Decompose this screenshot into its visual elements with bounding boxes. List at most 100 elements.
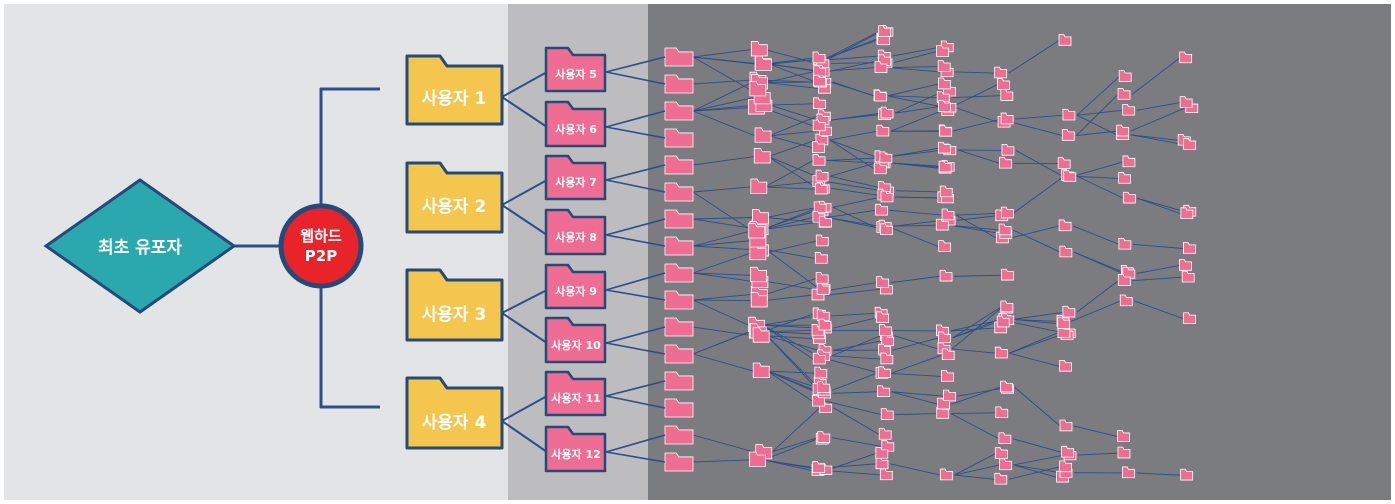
network-line xyxy=(831,282,877,291)
network-line xyxy=(1131,57,1180,95)
network-line xyxy=(1013,464,1061,474)
small-folder-icon xyxy=(1180,468,1194,481)
network-line xyxy=(1013,454,1065,466)
network-line xyxy=(1015,319,1058,325)
small-folder-icon xyxy=(1183,312,1197,324)
network-line xyxy=(692,326,754,337)
small-folder-icon xyxy=(814,252,828,264)
small-folder-icon xyxy=(664,47,694,67)
network-line xyxy=(692,240,750,247)
small-folder-icon xyxy=(994,346,1008,359)
network-line xyxy=(769,63,818,72)
network-line xyxy=(826,463,877,469)
network-line xyxy=(769,63,814,82)
hub-node-label-line1: 웹하드 xyxy=(300,227,342,245)
network-line xyxy=(956,212,1002,216)
network-line xyxy=(768,156,818,189)
small-folder-icon xyxy=(1116,124,1130,137)
level1-label: 사용자 3 xyxy=(422,305,487,325)
network-line xyxy=(830,112,882,121)
network-line xyxy=(950,319,1002,332)
network-line xyxy=(1009,352,1060,367)
small-folder-icon xyxy=(664,263,694,283)
small-folder-icon xyxy=(818,215,832,228)
level1-folder-4: 사용자 4 xyxy=(405,376,504,450)
small-folder-icon xyxy=(1058,34,1072,46)
network-line xyxy=(1130,134,1179,141)
hub-node: 웹하드 P2P xyxy=(278,203,364,289)
small-folder-icon xyxy=(876,311,890,323)
network-line xyxy=(1137,197,1182,215)
network-line xyxy=(1008,466,1060,480)
small-folder-icon xyxy=(813,97,826,110)
network-line xyxy=(832,391,878,394)
small-folder-icon xyxy=(1000,206,1014,219)
small-folder-icon xyxy=(941,348,955,360)
network-line xyxy=(832,206,881,231)
small-folder-icon xyxy=(939,468,953,481)
network-line xyxy=(767,335,820,351)
small-folder-icon xyxy=(749,81,767,97)
level2-label: 사용자 6 xyxy=(555,122,597,136)
network-line xyxy=(952,306,1002,339)
small-folder-icon xyxy=(875,447,889,459)
small-folder-icon xyxy=(817,431,831,443)
level2-label: 사용자 9 xyxy=(555,284,597,298)
network-line xyxy=(763,459,813,468)
small-folder-icon xyxy=(880,408,894,420)
network-line xyxy=(1072,225,1120,245)
network-line xyxy=(892,46,942,57)
network-line xyxy=(890,162,940,168)
small-folder-icon xyxy=(1179,51,1193,64)
network-line xyxy=(892,354,943,374)
small-folder-icon xyxy=(998,223,1012,236)
network-line xyxy=(895,190,941,193)
network-line xyxy=(889,463,941,476)
small-folder-icon xyxy=(1062,108,1076,121)
small-folder-icon xyxy=(938,240,952,252)
network-lines xyxy=(692,31,1186,480)
network-line xyxy=(888,95,938,99)
network-line xyxy=(762,331,819,391)
small-folder-icon xyxy=(813,74,826,87)
small-folder-icon xyxy=(1122,191,1136,204)
small-folder-icon xyxy=(812,141,825,153)
network-line xyxy=(826,159,879,164)
level2-folder-11: 사용자 11 xyxy=(544,370,607,417)
network-folders xyxy=(664,25,1199,485)
network-line xyxy=(952,84,998,108)
network-line xyxy=(766,370,813,402)
network-line xyxy=(762,324,818,357)
network-line xyxy=(831,437,882,447)
network-line xyxy=(692,272,752,282)
connector-bracket xyxy=(319,87,380,409)
folder-icon xyxy=(544,425,607,473)
network-line xyxy=(957,149,1000,164)
small-folder-icon xyxy=(1061,129,1075,141)
small-folder-icon xyxy=(1001,144,1015,156)
network-line xyxy=(889,372,942,377)
small-folder-icon xyxy=(1059,419,1073,432)
small-folder-icon xyxy=(1001,268,1014,281)
small-folder-icon xyxy=(815,272,829,284)
small-folder-icon xyxy=(815,169,829,182)
small-folder-icon xyxy=(1061,445,1074,458)
small-folder-icon xyxy=(664,209,694,229)
level2-folder-6: 사용자 6 xyxy=(544,100,607,148)
small-folder-icon xyxy=(664,128,694,148)
network-line xyxy=(829,175,879,188)
network-line xyxy=(1014,386,1061,427)
network-line xyxy=(763,313,814,333)
network-line xyxy=(1077,452,1118,456)
small-folder-icon xyxy=(812,461,826,473)
source-node: 최초 유포자 xyxy=(43,178,237,314)
small-folder-icon xyxy=(878,428,892,440)
small-folder-icon xyxy=(877,385,890,397)
small-folder-icon xyxy=(1119,294,1133,307)
level2-folder-12: 사용자 12 xyxy=(544,425,607,473)
small-folder-icon xyxy=(1117,88,1131,100)
small-folder-icon xyxy=(664,236,694,256)
small-folder-icon xyxy=(994,66,1008,79)
small-folder-icon xyxy=(664,101,694,121)
network-line xyxy=(826,39,878,59)
